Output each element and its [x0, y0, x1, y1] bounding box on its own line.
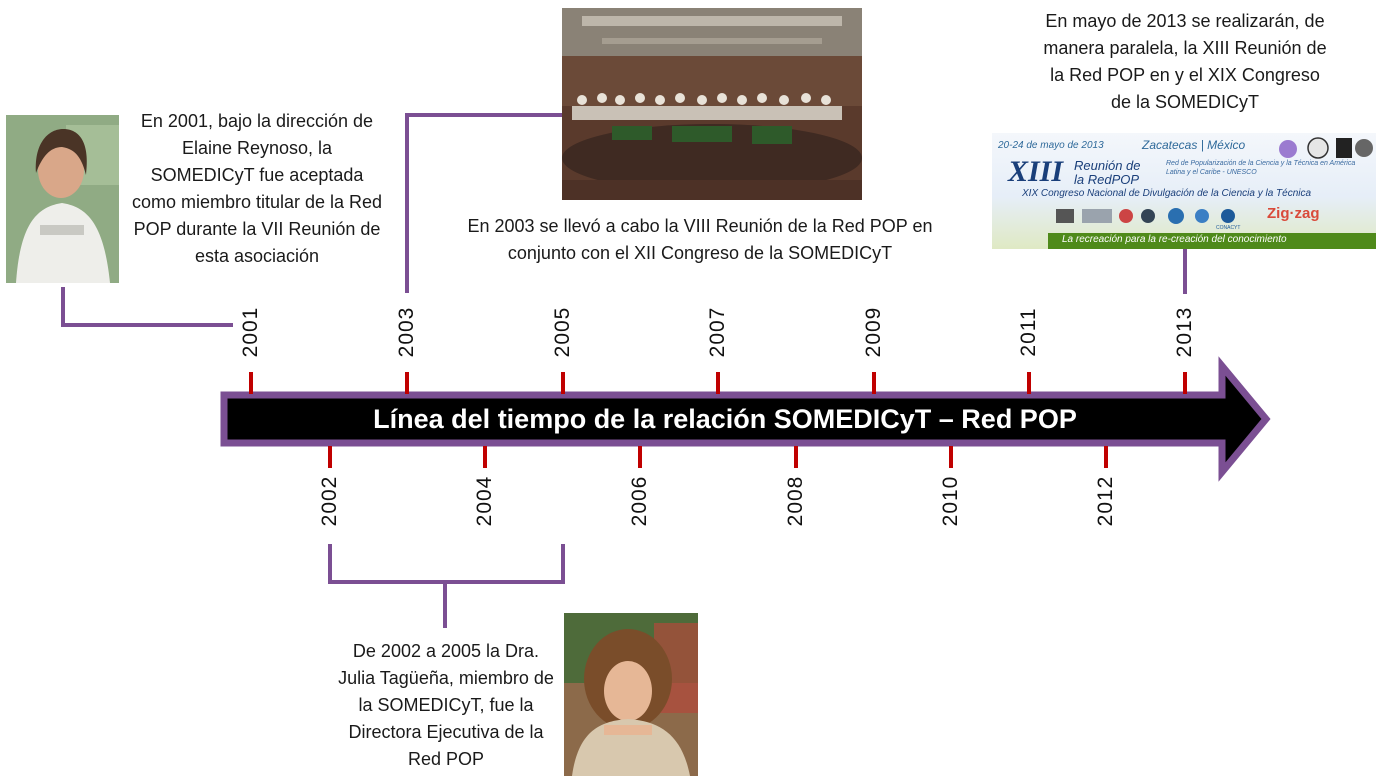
- year-label-2003: 2003: [395, 306, 418, 358]
- banner-dates: 20-24 de mayo de 2013: [998, 140, 1104, 151]
- year-label-2004: 2004: [473, 475, 496, 527]
- year-label-2012: 2012: [1094, 475, 1117, 527]
- year-label-2007: 2007: [706, 306, 729, 358]
- tick-2006: [638, 446, 642, 468]
- banner-zigzag: Zig·zag: [1267, 205, 1320, 222]
- timeline-title: Línea del tiempo de la relación SOMEDICy…: [373, 404, 1077, 434]
- tick-2012: [1104, 446, 1108, 468]
- banner-roman-numeral: XIII: [1008, 155, 1064, 188]
- banner-redpop-subtitle: Red de Popularización de la Ciencia y la…: [1166, 160, 1356, 176]
- banner-reunion: Reunión de: [1074, 158, 1141, 173]
- note-2013: En mayo de 2013 se realizarán, de manera…: [1043, 11, 1327, 112]
- year-label-2010: 2010: [939, 475, 962, 527]
- bracket-2002-vertical: [328, 544, 332, 584]
- year-label-2013: 2013: [1173, 306, 1196, 358]
- photo-elaine-reynoso: [6, 115, 119, 283]
- bracket-2005-vertical: [561, 544, 565, 584]
- tick-2008: [794, 446, 798, 468]
- note-2001: En 2001, bajo la dirección de Elaine Rey…: [131, 111, 383, 266]
- banner-conacyt: CONACYT: [1216, 225, 1241, 231]
- year-label-2002: 2002: [318, 475, 341, 527]
- year-label-2008: 2008: [784, 475, 807, 527]
- banner-sponsor-logos: [1052, 203, 1272, 229]
- tick-2001: [249, 372, 253, 394]
- note-2003: En 2003 se llevó a cabo la VIII Reunión …: [467, 216, 933, 263]
- year-label-2005: 2005: [551, 306, 574, 358]
- tick-2010: [949, 446, 953, 468]
- tick-2007: [716, 372, 720, 394]
- year-label-2011: 2011: [1017, 307, 1040, 357]
- tick-2004: [483, 446, 487, 468]
- banner-tagline-bar: [1048, 233, 1376, 249]
- note-2002-2005: De 2002 a 2005 la Dra. Julia Tagüeña, mi…: [338, 641, 554, 769]
- tick-2005: [561, 372, 565, 394]
- tick-2002: [328, 446, 332, 468]
- tick-2011: [1027, 372, 1031, 394]
- year-label-2001: 2001: [239, 306, 262, 358]
- banner-congreso: XIX Congreso Nacional de Divulgación de …: [1022, 188, 1312, 199]
- bracket-horizontal: [328, 580, 565, 584]
- tick-2009: [872, 372, 876, 394]
- connector-2003-horizontal: [405, 113, 565, 117]
- banner-tagline: La recreación para la re-creación del co…: [1062, 234, 1287, 245]
- connector-2001-vertical: [61, 287, 65, 327]
- tick-2013: [1183, 372, 1187, 394]
- photo-julia-taguena: [564, 613, 698, 776]
- tick-2003: [405, 372, 409, 394]
- banner-place: Zacatecas | México: [1142, 138, 1246, 152]
- year-label-2009: 2009: [862, 306, 885, 358]
- connector-2001-horizontal: [61, 323, 233, 327]
- year-label-2006: 2006: [628, 475, 651, 527]
- bracket-stem: [443, 584, 447, 628]
- banner-xiii-reunion: 20-24 de mayo de 2013 Zacatecas | México…: [992, 133, 1376, 249]
- banner-logos-top: [1274, 135, 1374, 161]
- timeline-arrow-shape: [220, 356, 1271, 482]
- connector-2003-vertical: [405, 113, 409, 293]
- photo-meeting-2003: [562, 8, 862, 200]
- banner-redpop: la RedPOP: [1074, 172, 1140, 187]
- connector-2013-vertical: [1183, 248, 1187, 294]
